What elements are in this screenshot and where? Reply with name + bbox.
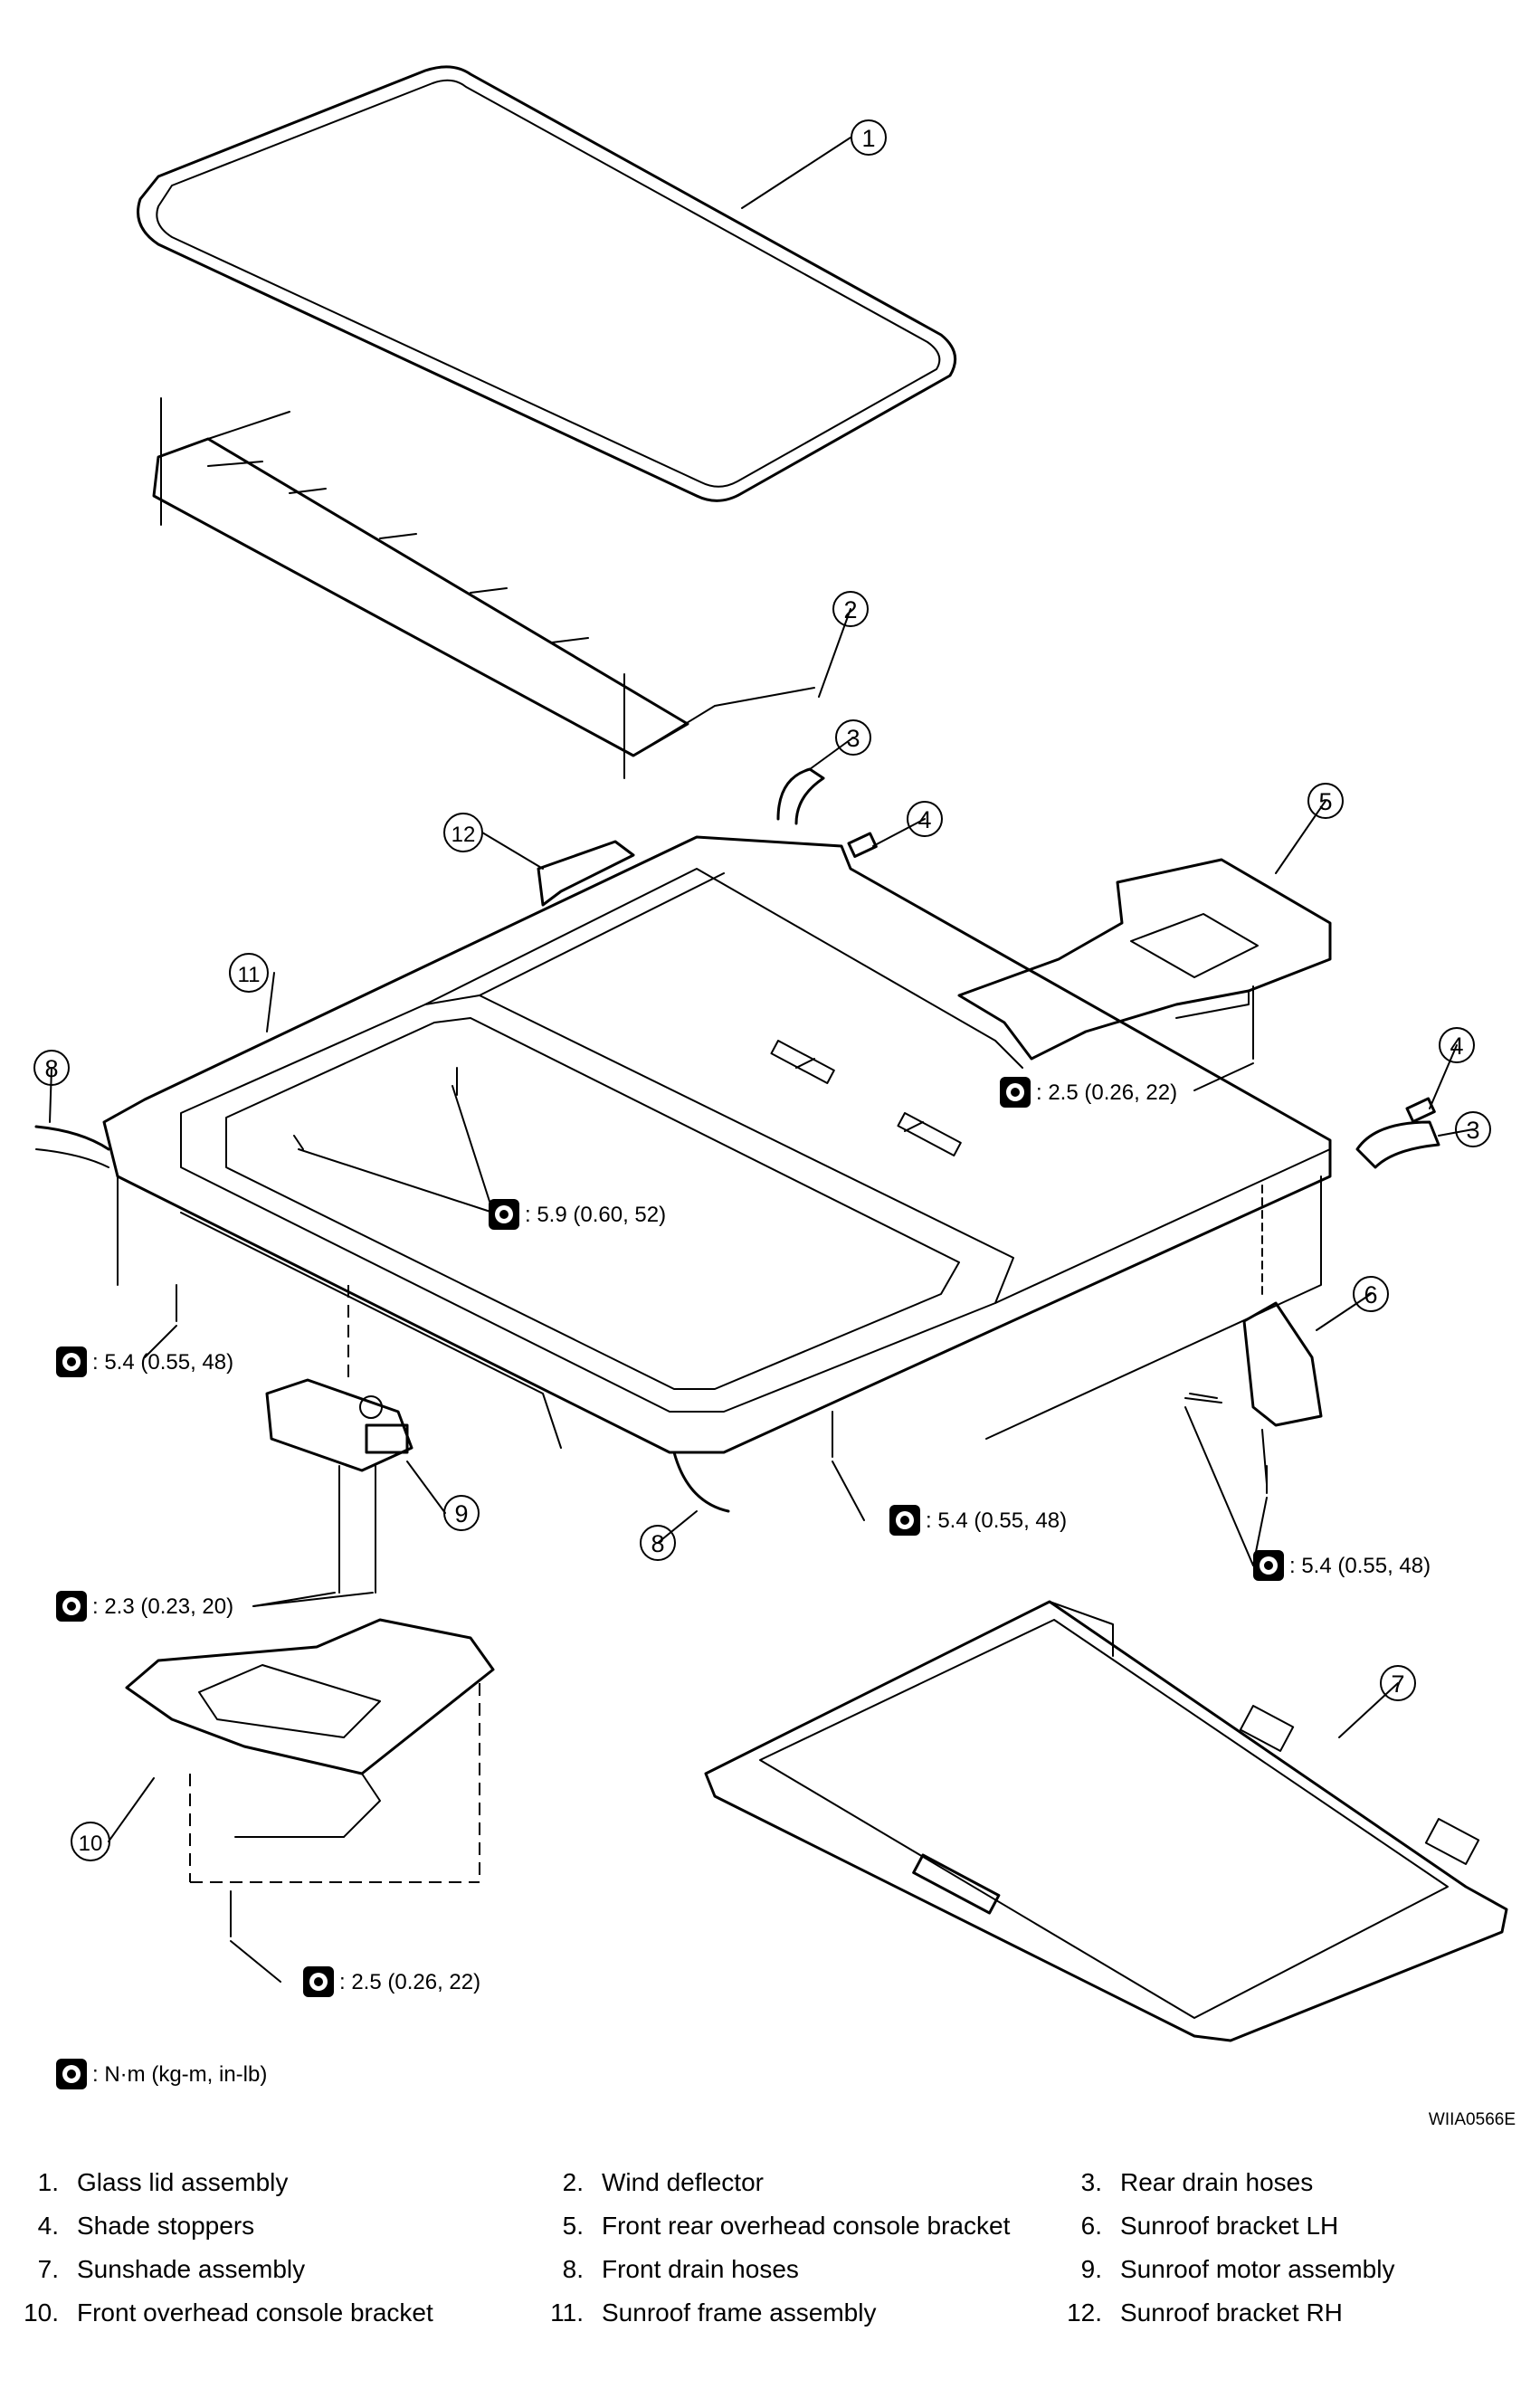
legend-label: Sunshade assembly (77, 2255, 306, 2283)
callout-10: 10 (71, 1822, 110, 1861)
torque-label: : 5.4 (0.55, 48) (56, 1346, 233, 1377)
legend-label: Sunroof frame assembly (602, 2298, 877, 2327)
legend-number: 7. (37, 2255, 59, 2283)
legend-label: Sunroof motor assembly (1120, 2255, 1395, 2283)
legend-label: Front rear overhead console bracket (602, 2212, 1011, 2240)
legend-number: 2. (562, 2168, 584, 2196)
torque-wrench-icon (489, 1199, 519, 1230)
svg-text:7: 7 (1391, 1670, 1404, 1698)
svg-text:4: 4 (1450, 1032, 1463, 1060)
legend-label: Sunroof bracket RH (1120, 2298, 1343, 2327)
svg-text:: 5.9 (0.60, 52): : 5.9 (0.60, 52) (525, 1203, 666, 1227)
svg-text:12: 12 (452, 823, 476, 847)
parts-legend: 1. Glass lid assembly 2. Wind deflector 3. Re… (0, 2167, 1540, 2375)
legend-number: 1. (37, 2168, 59, 2196)
callout-3: 3 (835, 719, 871, 756)
callout-11: 11 (229, 953, 269, 993)
legend-number: 11. (550, 2298, 584, 2327)
svg-text:: 5.4 (0.55, 48): : 5.4 (0.55, 48) (926, 1508, 1067, 1533)
svg-text:4: 4 (917, 806, 931, 833)
callout-6: 6 (1353, 1276, 1389, 1312)
svg-text:3: 3 (1466, 1117, 1479, 1144)
torque-wrench-icon (303, 1966, 334, 1997)
svg-text:: 5.4 (0.55, 48): : 5.4 (0.55, 48) (92, 1350, 233, 1375)
sunroof-exploded-diagram: 1 2 3 4 5 4 3 6 7 8 8 9 10 11 12 : 5.9 (… (33, 65, 1516, 2129)
front-overhead-console-bracket (125, 1618, 495, 1937)
svg-text:1: 1 (861, 125, 875, 152)
torque-wrench-icon (56, 1346, 87, 1377)
sunroof-motor-assembly (265, 1285, 414, 1594)
svg-text:5: 5 (1318, 788, 1332, 815)
torque-wrench-icon (56, 1591, 87, 1622)
svg-text:2: 2 (843, 596, 857, 623)
legend-label: Glass lid assembly (77, 2168, 289, 2196)
figure-code: WIIA0566E (1429, 2110, 1516, 2129)
callout-9: 9 (443, 1495, 480, 1531)
legend-number: 4. (37, 2212, 59, 2240)
torque-wrench-icon (1000, 1077, 1031, 1108)
torque-wrench-icon (56, 2059, 87, 2089)
wind-deflector (152, 397, 815, 779)
callout-8: 8 (33, 1050, 70, 1086)
sunroof-frame-assembly (102, 835, 1332, 1454)
rear-drain-hoses (776, 767, 1440, 1169)
svg-text:9: 9 (454, 1500, 468, 1527)
torque-wrench-icon (889, 1505, 920, 1536)
callout-8: 8 (640, 1525, 676, 1561)
legend-number: 6. (1080, 2212, 1102, 2240)
front-rear-overhead-console-bracket (957, 858, 1332, 1061)
torque-specs: : 5.9 (0.60, 52) : 2.5 (0.26, 22) : 5.4 … (56, 1077, 1431, 2089)
callout-2: 2 (832, 591, 869, 627)
svg-text:11: 11 (238, 963, 261, 987)
torque-label: : 5.9 (0.60, 52) (489, 1199, 666, 1230)
glass-lid-assembly (137, 65, 957, 502)
svg-text:8: 8 (44, 1055, 58, 1082)
svg-text:3: 3 (846, 725, 860, 752)
legend-label: Wind deflector (602, 2168, 764, 2196)
legend-label: Front drain hoses (602, 2255, 799, 2283)
sunroof-bracket-rh (537, 840, 635, 907)
svg-text:: 2.5 (0.26, 22): : 2.5 (0.26, 22) (1036, 1080, 1177, 1105)
leader-lines (49, 137, 1474, 1983)
torque-label: : 2.5 (0.26, 22) (303, 1966, 480, 1997)
torque-wrench-icon (1253, 1550, 1284, 1581)
front-drain-hoses (34, 1125, 730, 1513)
svg-text:: N·m (kg-m, in-lb): : N·m (kg-m, in-lb) (92, 2062, 267, 2087)
torque-label: : 2.5 (0.26, 22) (1000, 1077, 1177, 1108)
callout-3: 3 (1455, 1111, 1491, 1147)
legend-label: Sunroof bracket LH (1120, 2212, 1339, 2240)
svg-text:: 5.4 (0.55, 48): : 5.4 (0.55, 48) (1289, 1554, 1431, 1578)
fasteners (176, 1067, 1268, 1494)
svg-text:8: 8 (651, 1530, 664, 1557)
legend-number: 3. (1080, 2168, 1102, 2196)
legend-number: 5. (562, 2212, 584, 2240)
legend-label: Shade stoppers (77, 2212, 255, 2240)
torque-label: : 2.3 (0.23, 20) (56, 1591, 233, 1622)
callout-1: 1 (851, 119, 887, 156)
legend-number: 10. (24, 2298, 59, 2327)
legend-number: 9. (1080, 2255, 1102, 2283)
callout-7: 7 (1380, 1665, 1416, 1701)
torque-label: : 5.4 (0.55, 48) (889, 1505, 1067, 1536)
svg-text:: 2.5 (0.26, 22): : 2.5 (0.26, 22) (339, 1970, 480, 1994)
callout-12: 12 (443, 813, 483, 852)
callout-circles: 1 2 3 4 5 4 3 6 7 8 8 9 10 11 12 (33, 119, 1491, 1861)
sunroof-bracket-lh (1184, 1185, 1323, 1485)
callout-5: 5 (1307, 783, 1344, 819)
legend-number: 8. (562, 2255, 584, 2283)
callout-4: 4 (907, 801, 943, 837)
legend-label: Rear drain hoses (1120, 2168, 1314, 2196)
legend-label: Front overhead console bracket (77, 2298, 433, 2327)
svg-text:10: 10 (79, 1832, 103, 1856)
svg-text:6: 6 (1364, 1281, 1377, 1308)
torque-unit-note: : N·m (kg-m, in-lb) (56, 2059, 267, 2089)
callout-4: 4 (1439, 1027, 1475, 1063)
torque-label: : 5.4 (0.55, 48) (1253, 1550, 1431, 1581)
svg-text:: 2.3 (0.23, 20): : 2.3 (0.23, 20) (92, 1594, 233, 1619)
sunshade-assembly (704, 1600, 1508, 2042)
legend-number: 12. (1067, 2298, 1102, 2327)
